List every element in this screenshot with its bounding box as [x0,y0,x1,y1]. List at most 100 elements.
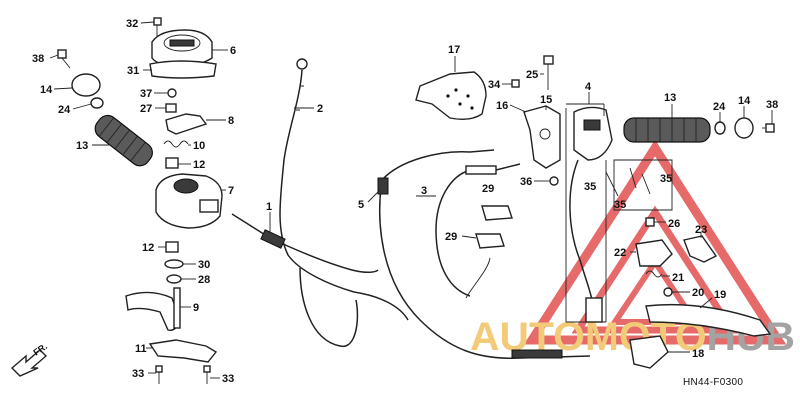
callout-18: 18 [692,348,704,360]
callout-25: 25 [526,69,538,81]
left-handlebar-assembly [57,17,223,384]
callout-6: 6 [230,45,236,57]
callout-31: 31 [127,65,139,77]
callouts: 32 6 38 31 14 37 24 27 8 13 10 12 7 12 3… [32,18,778,385]
callout-23: 23 [695,224,707,236]
callout-26: 26 [668,218,680,230]
callout-2: 2 [317,103,323,115]
right-handlebar-assembly [415,55,775,369]
diagram-code: HN44-F0300 [683,377,743,388]
bracket-22 [635,239,673,267]
callout-30: 30 [198,259,210,271]
callout-14: 14 [40,84,53,96]
callout-1: 1 [266,201,272,213]
lever-9 [125,287,181,331]
callout-7: 7 [228,185,234,197]
washer-24 [90,97,104,109]
grip-end-14 [71,73,101,97]
washer-24-right [714,121,726,135]
callout-5: 5 [358,199,364,211]
nut-37 [167,88,177,98]
cable-2 [279,58,409,321]
cable-5 [377,149,591,359]
left-grip-13 [94,114,153,167]
clip-29-upper [481,205,513,221]
nut-20 [663,287,673,297]
lever-23 [683,235,718,263]
callout-12-top: 12 [193,159,205,171]
gasket-31 [149,60,217,79]
callout-9: 9 [193,302,199,314]
lever-19 [645,303,772,337]
callout-12-bottom: 12 [142,242,154,254]
grip-end-14-right [734,117,754,139]
bolt-33-right [203,365,211,384]
cable-3 [435,163,521,297]
callout-16: 16 [496,100,508,112]
callout-33-right: 33 [222,373,234,385]
screw-34 [511,79,520,88]
callout-17: 17 [448,44,460,56]
callout-13-left: 13 [76,140,88,152]
guide-lines-4 [565,108,607,323]
bolt-26 [645,217,655,227]
screw-38 [57,49,71,69]
right-grip-13 [623,117,711,143]
washer-30 [164,259,184,269]
housing-7 [155,173,223,229]
callout-8: 8 [228,115,234,127]
callout-22: 22 [614,247,626,259]
collar-12-bottom [165,241,179,253]
plate-11 [148,339,218,363]
callout-28: 28 [198,274,210,286]
callout-24-right: 24 [713,101,726,113]
bolt-32 [153,17,162,36]
connector [585,297,603,323]
cover-6 [151,29,213,67]
callout-14-right: 14 [738,95,751,107]
callout-19: 19 [714,289,726,301]
clip-29-lower [475,233,505,249]
bolt-33-left [155,365,163,384]
throttle-housing-4 [566,103,613,161]
callout-38-right: 38 [766,99,778,111]
callout-36: 36 [520,176,532,188]
callout-35-c: 35 [614,199,626,211]
callout-4: 4 [585,81,592,93]
bracket-16 [523,105,561,169]
screw-35-group [605,167,651,197]
callout-27: 27 [140,103,152,115]
callout-29-lower: 29 [445,231,457,243]
callout-20: 20 [692,287,704,299]
collar-12-top [165,157,179,169]
switch-17 [415,71,487,121]
callout-13-right: 13 [664,92,676,104]
callout-3: 3 [421,185,427,197]
spring-10 [163,140,189,148]
spring-21 [645,270,663,278]
wire-harness [569,159,593,301]
callout-11: 11 [135,343,147,355]
callout-10: 10 [193,140,205,152]
collar-27 [165,103,177,113]
washer-28 [166,274,182,284]
callout-33-left: 33 [132,368,144,380]
wire-29 [465,257,491,299]
callout-35-b: 35 [660,173,672,185]
callout-38: 38 [32,53,44,65]
bracket-8 [165,113,208,135]
callout-29-upper: 29 [482,183,494,195]
callout-32: 32 [126,18,138,30]
callout-21: 21 [672,272,684,284]
bolt-25 [543,55,554,90]
nut-36 [549,176,559,186]
callout-35-a: 35 [584,181,596,193]
callout-34: 34 [488,79,501,91]
screw-38-right [762,123,775,133]
callout-37: 37 [140,88,152,100]
callout-24: 24 [58,104,71,116]
detail-box [613,159,673,211]
callout-15: 15 [540,94,552,106]
cable-1 [231,213,379,347]
